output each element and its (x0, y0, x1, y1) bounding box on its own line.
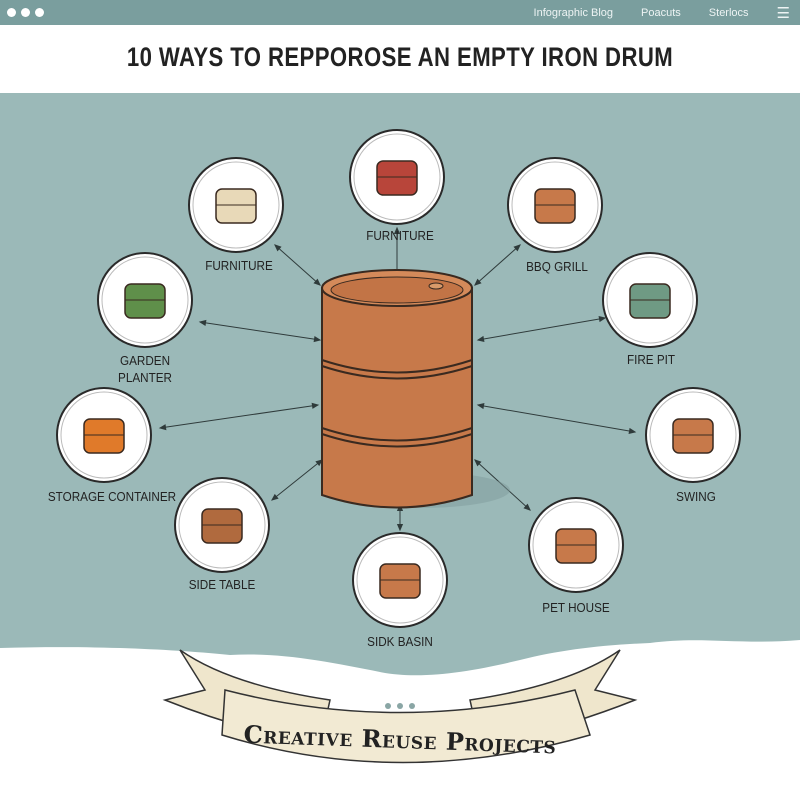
connector-arrow (477, 404, 636, 433)
doghouse-icon[interactable] (174, 477, 270, 573)
arrowhead (396, 523, 404, 532)
nav-menu: Infographic Blog Poacuts Sterlocs ☰ (534, 0, 800, 25)
connector-arrow (271, 459, 323, 501)
connector-arrow (474, 244, 521, 286)
arrowhead (474, 278, 482, 286)
arrowhead (158, 424, 167, 431)
arrowhead (313, 278, 321, 286)
arrowhead (628, 427, 637, 435)
connector-arrow (274, 244, 321, 286)
hamburger-icon[interactable]: ☰ (776, 4, 790, 22)
arrowhead (476, 402, 485, 410)
grill-icon[interactable] (349, 129, 445, 225)
item-label: BBQ GRILL (526, 259, 588, 274)
item-label: FURNITURE (366, 228, 434, 243)
arrowhead (476, 335, 485, 343)
nav-link-stories[interactable]: Sterlocs (708, 6, 749, 19)
nav-link-blog[interactable]: Infographic Blog (533, 6, 614, 19)
item-label: SWING (676, 489, 716, 504)
arrowhead (523, 503, 531, 511)
browser-topbar: Infographic Blog Poacuts Sterlocs ☰ (0, 0, 800, 25)
connector-arrow (477, 317, 606, 341)
ribbon-banner (162, 649, 638, 764)
arrowhead (198, 319, 207, 326)
item-label: SIDK BASIN (367, 634, 433, 649)
item-label: FURNITURE (205, 258, 273, 273)
item-label: STORAGE CONTAINER (47, 489, 177, 504)
arrowhead (313, 336, 322, 343)
arrowhead (513, 244, 521, 252)
connector-arrow (159, 404, 319, 429)
item-label: PET HOUSE (542, 600, 610, 615)
arrowhead (474, 459, 482, 467)
planter-icon[interactable] (97, 252, 193, 348)
window-controls[interactable] (7, 8, 44, 17)
item-label: SIDE TABLE (188, 577, 256, 592)
armchair-icon[interactable] (188, 157, 284, 253)
arrowhead (598, 315, 607, 323)
iron-drum-illustration (321, 269, 473, 509)
item-label: GARDEN PLANTER (118, 353, 172, 385)
arrowhead (270, 493, 279, 501)
arrowhead (315, 459, 324, 467)
arrowhead (274, 244, 282, 252)
sink-drum-icon[interactable] (352, 532, 448, 628)
arrowhead (311, 402, 320, 409)
swing-icon[interactable] (645, 387, 741, 483)
tool-bin-icon[interactable] (602, 252, 698, 348)
arrowhead (393, 226, 401, 235)
connector-arrow (199, 321, 321, 341)
item-label: FIRE PIT (626, 352, 676, 367)
sink-table-icon[interactable] (528, 497, 624, 593)
campfire-icon[interactable] (56, 387, 152, 483)
page-title: 10 WAYS TO REPPOROSE AN EMPTY IRON DRUM (126, 42, 674, 72)
nav-link-podcasts[interactable]: Poacuts (641, 6, 681, 19)
pagination-dots (385, 703, 415, 709)
drum-grill-icon[interactable] (507, 157, 603, 253)
